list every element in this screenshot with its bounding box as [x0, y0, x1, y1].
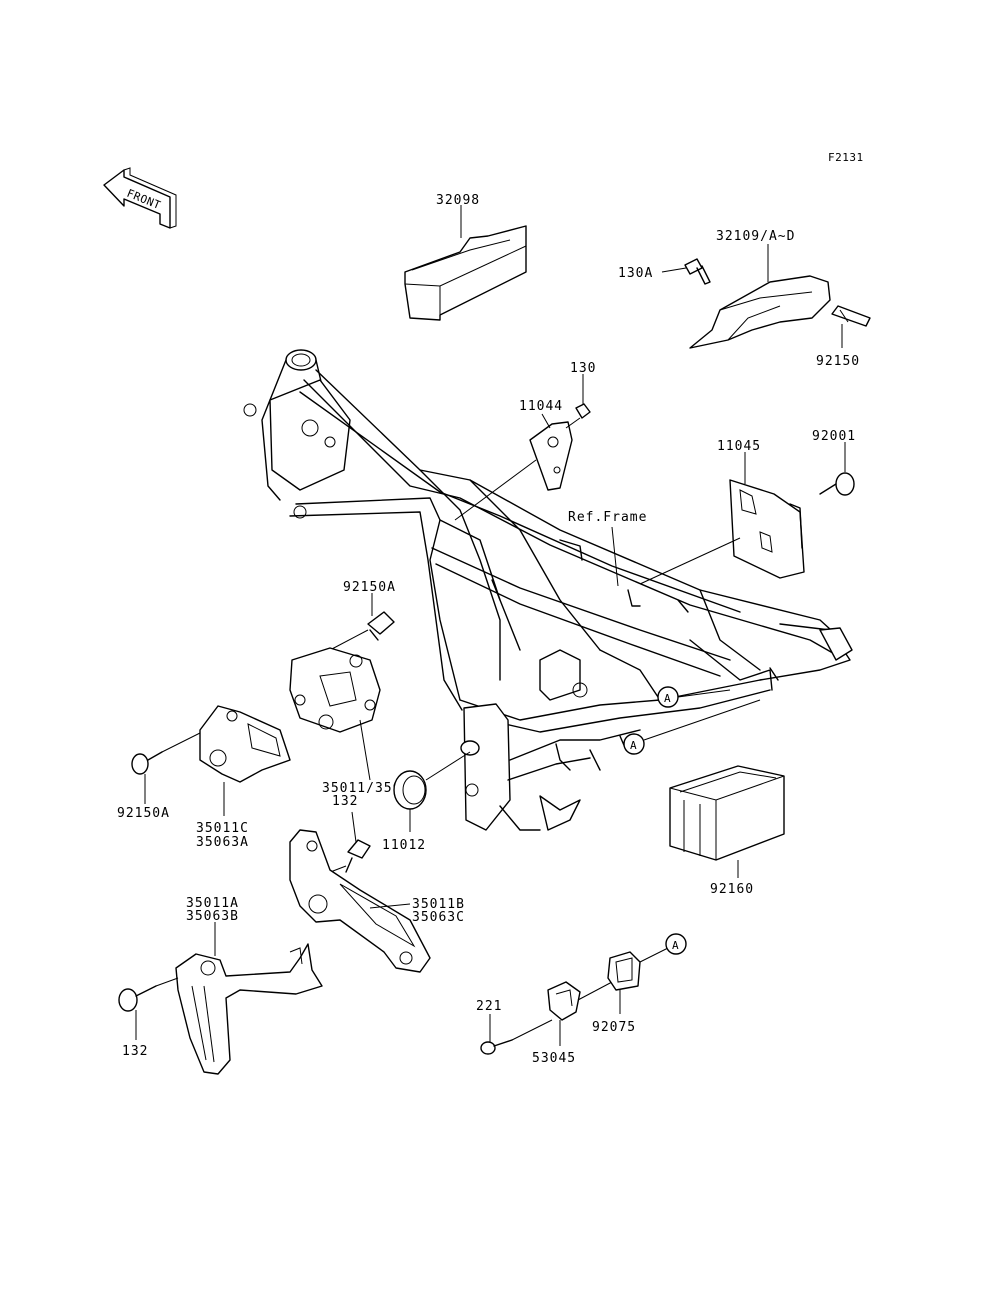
- callout-marker-a-3: A: [665, 933, 687, 955]
- figure-code: F2131: [828, 151, 864, 164]
- motorcycle-frame: [243, 349, 853, 831]
- front-arrow-icon: FRONT: [103, 167, 177, 229]
- label-132-mid: 132: [332, 794, 358, 809]
- label-35011C: 35011C: [196, 821, 249, 836]
- label-92150A-top: 92150A: [343, 580, 396, 595]
- ref-frame-label: Ref.Frame: [568, 510, 647, 525]
- label-11045: 11045: [717, 439, 761, 454]
- label-32109: 32109/A~D: [716, 229, 795, 244]
- part-35011-bracket: [289, 647, 381, 733]
- label-11044: 11044: [519, 399, 563, 414]
- bolt-130-icon: [575, 403, 591, 419]
- bolt-92150A-top-icon: [367, 611, 395, 641]
- part-32098-cover: [404, 225, 527, 321]
- part-11045-plate: [729, 479, 805, 579]
- callout-marker-a-1-text: A: [664, 692, 671, 705]
- label-92150: 92150: [816, 354, 860, 369]
- callout-marker-a-3-text: A: [672, 939, 679, 952]
- label-92150A-left: 92150A: [117, 806, 170, 821]
- label-11012: 11012: [382, 838, 426, 853]
- label-132-bottom: 132: [122, 1044, 148, 1059]
- part-53045-clamp: [547, 981, 581, 1021]
- bolt-132-bottom-icon: [118, 985, 157, 1012]
- label-35063B: 35063B: [186, 909, 239, 924]
- bolt-92150A-left-icon: [131, 751, 163, 775]
- part-35011A-bracket: [175, 943, 323, 1075]
- label-130: 130: [570, 361, 596, 376]
- label-221: 221: [476, 999, 502, 1014]
- part-32109-guard: [689, 275, 831, 349]
- label-32098: 32098: [436, 193, 480, 208]
- part-11044-plate: [529, 421, 573, 491]
- label-35011B: 35011B: [412, 897, 465, 912]
- label-130A: 130A: [618, 266, 653, 281]
- label-35011A: 35011A: [186, 896, 239, 911]
- label-53045: 53045: [532, 1051, 576, 1066]
- callout-marker-a-1: A: [657, 686, 679, 708]
- part-92160-box: [669, 765, 785, 861]
- part-11012-cap: [393, 770, 427, 810]
- label-92075: 92075: [592, 1020, 636, 1035]
- bolt-132-mid-icon: [345, 839, 371, 873]
- screw-221-icon: [480, 1039, 513, 1055]
- label-35063A: 35063A: [196, 835, 249, 850]
- part-35011B-bracket: [289, 829, 431, 973]
- label-92160: 92160: [710, 882, 754, 897]
- bolt-92150-icon: [831, 305, 871, 327]
- callout-marker-a-2-text: A: [630, 739, 637, 752]
- label-92001: 92001: [812, 429, 856, 444]
- label-35063C: 35063C: [412, 910, 465, 925]
- front-arrow-label: FRONT: [125, 187, 163, 212]
- part-92075-damper: [607, 951, 641, 991]
- part-35011C-bracket: [199, 705, 291, 783]
- bolt-130A-icon: [684, 258, 711, 285]
- bolt-92001-icon: [819, 472, 855, 496]
- callout-marker-a-2: A: [623, 733, 645, 755]
